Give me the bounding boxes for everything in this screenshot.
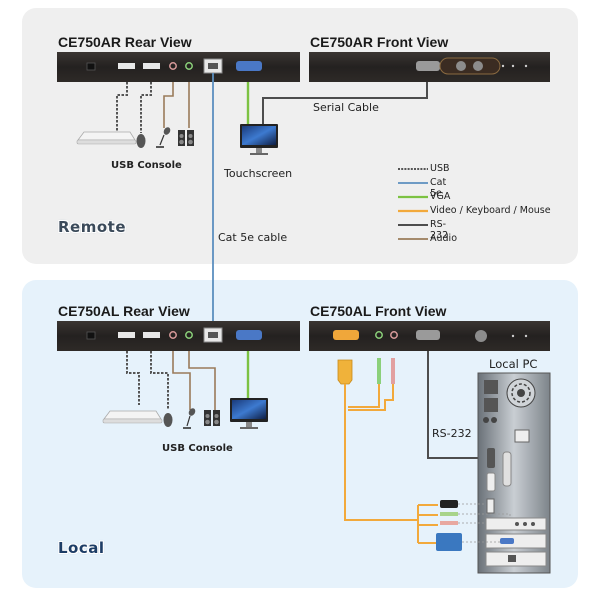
kvm-cable-connectors [337,358,395,385]
usb-port-icon [143,63,160,69]
audio-plug-green-icon [377,358,381,384]
vga-port-icon [486,472,496,492]
audio-plug-green-icon [440,512,458,516]
remote-mouse-icon [136,134,146,148]
serial-port-icon [416,330,440,340]
touchscreen-label: Touchscreen [224,167,293,180]
legend-item-cat5e: Cat 5e [430,177,447,199]
pc-connection-guides [458,503,511,543]
legend-lines [398,168,428,240]
ce750ar-rear-view-title: CE750AR Rear View [58,34,192,50]
legend-item-usb: USB [430,163,450,174]
pc-port-icon [484,398,498,412]
rs232-cable [427,351,487,459]
remote-usb-console-label: USB Console [111,160,182,171]
local-monitor-icon [230,398,268,429]
serial-cable [262,82,428,124]
vkm-cable [344,384,438,544]
ce750al-front-device [309,321,550,351]
touchscreen-monitor-icon [240,124,278,155]
local-usb-cables [126,351,169,410]
legend-item-vkm: Video / Keyboard / Mouse [430,205,551,216]
remote-zone-label: Remote [58,218,127,236]
local-pc-label: Local PC [489,357,538,371]
power-switch-icon [514,429,530,443]
usb-port-icon [118,332,135,338]
ce750al-rear-view-title: CE750AL Rear View [58,303,190,319]
kvm-port-icon [333,330,359,340]
button-icon [475,330,487,342]
legend-item-audio: Audio [430,233,458,244]
serial-cable-label: Serial Cable [313,101,379,114]
speaker-jack-icon [375,331,383,339]
local-zone-label: Local [58,539,105,557]
ce750al-rear-device [57,321,300,351]
remote-speakers-icon [178,130,194,146]
audio-plug-pink-icon [391,358,395,384]
button-icon [456,61,466,71]
ce750ar-rear-device [57,52,300,82]
pc-port-icon [484,380,498,394]
local-speakers-icon [204,410,220,426]
usb-port-icon [486,498,495,514]
local-keyboard-icon [102,410,163,424]
cat5e-cable-label: Cat 5e cable [218,231,288,244]
local-mouse-icon [163,413,173,427]
ce750ar-front-view-title: CE750AR Front View [310,34,449,50]
audio-plug-pink-icon [440,521,458,525]
vga-port-icon [236,330,262,340]
mic-jack-icon [169,62,177,70]
speaker-jack-icon [185,331,193,339]
local-usb-console-label: USB Console [162,443,233,454]
pc-side-connectors [436,500,462,551]
parallel-port-icon [502,451,512,487]
usb-plug-icon [440,500,458,508]
local-audio-cables [172,351,216,410]
ps2-port-icon [491,417,497,423]
mic-jack-icon [169,331,177,339]
ce750al-front-view-title: CE750AL Front View [310,303,447,319]
power-jack-icon [86,62,96,71]
remote-microphone-icon [156,127,171,148]
remote-keyboard-icon [76,131,137,145]
power-jack-icon [86,331,96,340]
button-icon [473,61,483,71]
mic-jack-icon [390,331,398,339]
serial-port-icon [487,448,495,468]
usb-port-icon [143,332,160,338]
vga-port-icon [236,61,262,71]
vga-plug-icon [436,533,462,551]
legend-item-rs232: RS-232 [430,219,449,241]
rs232-label: RS-232 [432,427,472,440]
ps2-port-icon [483,417,489,423]
remote-audio-cables [163,82,190,128]
local-microphone-icon [183,408,196,429]
usb-port-icon [118,63,135,69]
speaker-jack-icon [185,62,193,70]
legend-item-vga: VGA [430,191,451,202]
remote-usb-cables [116,82,152,140]
vga-connector-icon [337,359,353,385]
ce750ar-front-device [309,52,550,82]
local-pc-tower [477,372,551,574]
serial-port-icon [416,61,440,71]
